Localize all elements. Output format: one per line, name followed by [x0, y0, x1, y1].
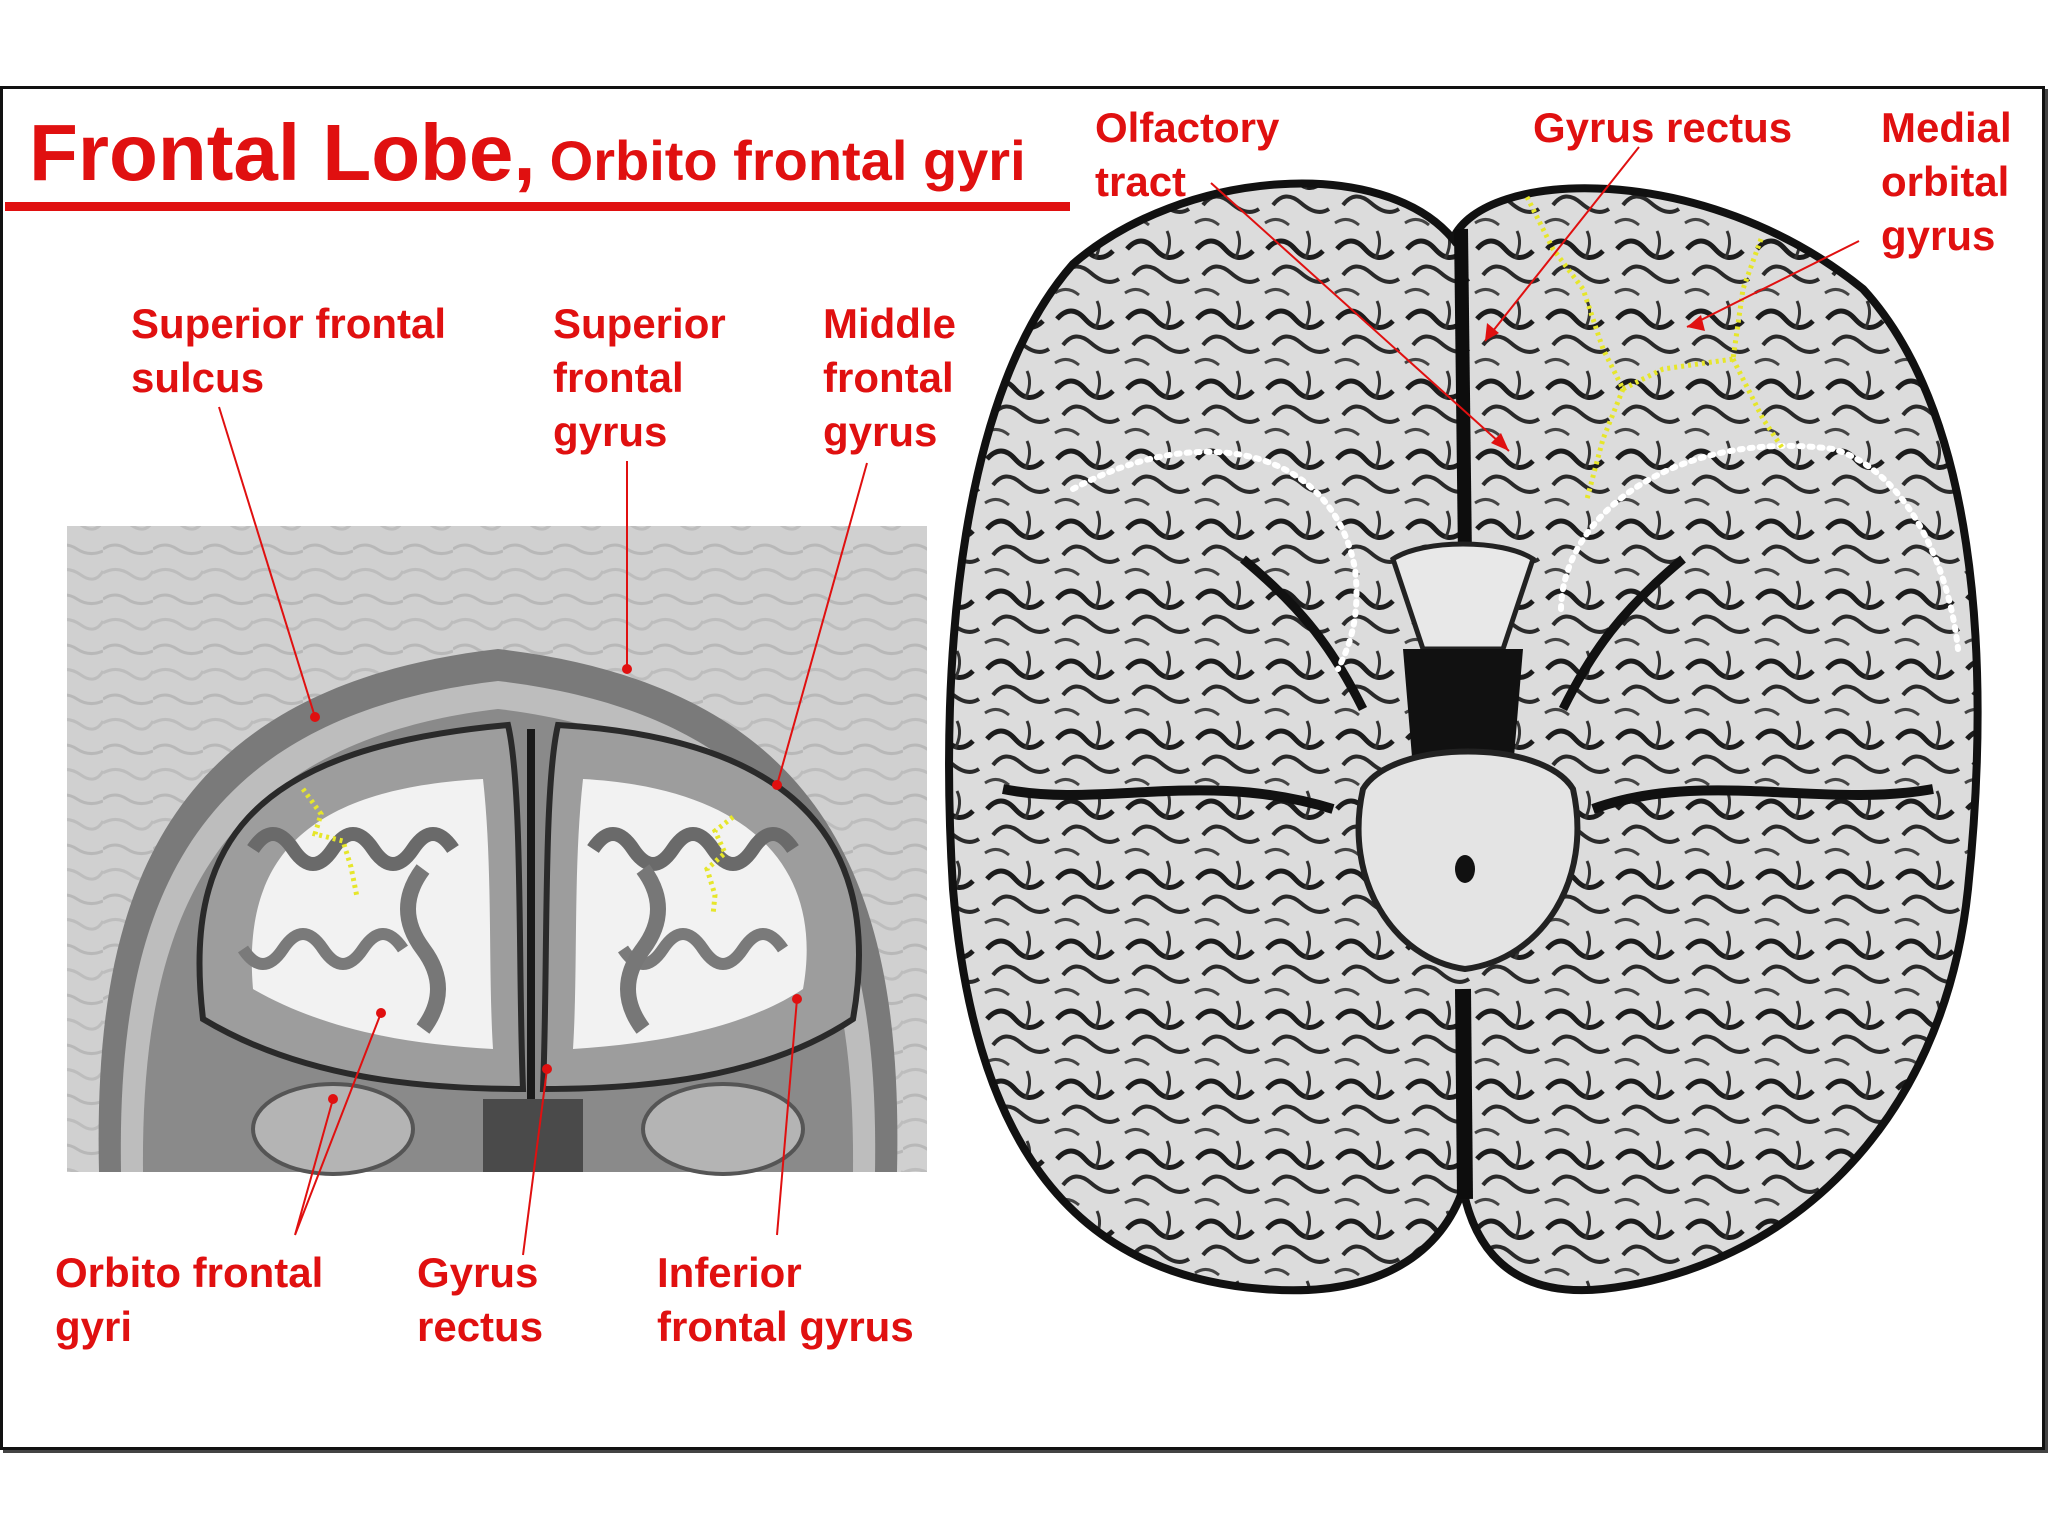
label-superior-frontal-gyrus: Superior frontal gyrus: [553, 300, 726, 455]
title-main: Frontal Lobe,: [29, 108, 536, 197]
arrow-heads: [310, 315, 1705, 1104]
slide-title: Frontal Lobe,Orbito frontal gyri: [29, 107, 1026, 199]
label-gyrus-rectus-left: Gyrus rectus: [417, 1249, 544, 1350]
title-underline: [5, 202, 1070, 211]
leader-lines: [218, 146, 1860, 1256]
label-orbito-frontal-gyri: Orbito frontal gyri: [55, 1249, 324, 1350]
figure-artwork: [67, 146, 1982, 1295]
inferior-brain-image: [945, 179, 1982, 1295]
label-olfactory-tract: Olfactory tract: [1095, 104, 1280, 205]
label-medial-orbital-gyrus: Medial orbital gyrus: [1881, 104, 2012, 259]
slide: Frontal Lobe,Orbito frontal gyri: [0, 86, 2045, 1450]
coronal-section-image: [67, 526, 927, 1176]
label-middle-frontal-gyrus: Middle frontal gyrus: [823, 300, 956, 455]
label-inferior-frontal-gyrus: Inferior frontal gyrus: [657, 1249, 914, 1350]
label-gyrus-rectus-right: Gyrus rectus: [1533, 104, 1793, 151]
label-superior-frontal-sulcus: Superior frontal sulcus: [131, 300, 447, 401]
title-sub: Orbito frontal gyri: [549, 129, 1026, 192]
